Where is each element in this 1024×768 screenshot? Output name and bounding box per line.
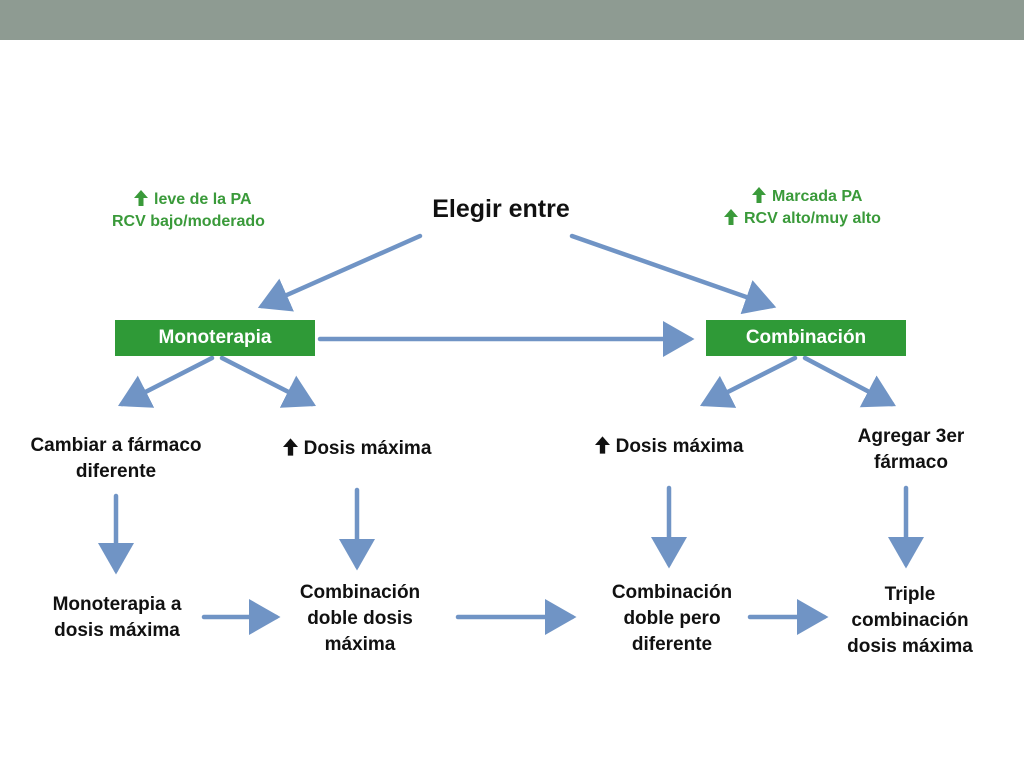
right-note: Marcada PA RCV alto/muy alto [724,186,881,230]
diagram-title: Elegir entre [432,195,570,223]
combinacion-doble-diferente-node: Combinación doble pero diferente [582,580,762,658]
triple-line2: combinación [851,610,969,631]
triple-line3: dosis máxima [847,636,973,657]
combinacion-doble-dosis-node: Combinación doble dosis máxima [270,580,450,658]
cambiar-farmaco-node: Cambiar a fármaco diferente [6,433,226,485]
arrow-up-icon [282,438,298,456]
comb-doble-line3: máxima [324,634,396,655]
arrow-combo-to-agregar [802,355,896,408]
monoterapia-box: Monoterapia [115,320,315,356]
comb-doble-line1: Combinación [299,582,421,603]
arrow-mono-to-dosis [219,355,317,408]
agregar-line1: Agregar 3er [857,426,965,447]
mono-max-line2: dosis máxima [54,620,180,641]
dosis-maxima-right-node: Dosis máxima [574,434,764,460]
arrow-title-to-combo [569,233,777,315]
right-note-line1: Marcada PA [772,188,863,205]
arrow-up-icon [752,187,766,203]
comb-dif-line2: doble pero [623,608,721,629]
agregar-line2: fármaco [874,452,948,473]
agregar-farmaco-node: Agregar 3er fármaco [826,424,996,476]
triple-line1: Triple [884,584,936,605]
arrow-mono-to-cambiar [117,355,215,408]
cambiar-line1: Cambiar a fármaco [30,435,202,456]
arrow-combo-to-dosis [699,355,798,408]
header-bar [0,0,1024,40]
mono-max-line1: Monoterapia a [52,594,182,615]
arrow-up-icon [134,190,148,206]
combinacion-box: Combinación [706,320,906,356]
dosis-right-label: Dosis máxima [615,436,744,457]
monoterapia-dosis-maxima-node: Monoterapia a dosis máxima [22,592,212,644]
right-note-line2: RCV alto/muy alto [744,210,881,227]
comb-dif-line3: diferente [631,634,713,655]
arrow-title-to-mono [257,233,423,312]
cambiar-line2: diferente [75,461,157,482]
left-note-line2: RCV bajo/moderado [112,213,265,230]
comb-dif-line1: Combinación [611,582,733,603]
left-note-line1: leve de la PA [154,191,252,208]
left-note: leve de la PA RCV bajo/moderado [112,189,265,233]
dosis-left-label: Dosis máxima [303,438,432,459]
dosis-maxima-left-node: Dosis máxima [262,436,452,462]
arrow-up-icon [724,209,738,225]
triple-combinacion-node: Triple combinación dosis máxima [822,582,998,660]
comb-doble-line2: doble dosis [307,608,413,629]
arrow-up-icon [594,436,610,454]
